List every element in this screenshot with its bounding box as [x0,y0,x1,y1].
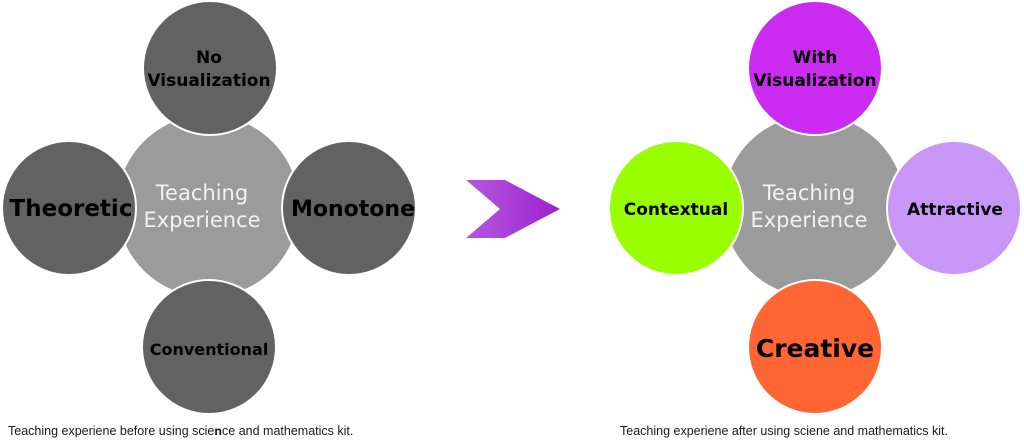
after-top-line2: Visualization [753,71,876,91]
after-center-line1: Teaching [762,181,855,205]
before-bottom-circle [141,279,277,415]
before-caption: Teaching experiene before using scie𝐧ce … [8,424,354,438]
before-right-circle [281,140,417,276]
after-left-circle [608,140,744,276]
after-center-line2: Experience [750,208,867,232]
transition-arrow [466,180,560,238]
after-bottom-circle [747,279,883,415]
before-top-line1: No [196,48,222,68]
before-left-circle [1,140,137,276]
after-center-circle [723,115,905,297]
after-left-label: Contextual [624,200,728,220]
after-top-circle [747,0,883,136]
after-top-line1: With [793,48,838,68]
before-diagram: Teaching Experience No Visualization The… [1,0,417,415]
before-top-circle [142,0,278,136]
before-center-circle [117,115,299,297]
before-left-label: Theoretic [10,196,133,222]
before-top-line2: Visualization [147,71,270,91]
before-center-line1: Teaching [155,181,248,205]
after-diagram: Teaching Experience With Visualization C… [608,0,1022,415]
after-right-circle [886,140,1022,276]
before-right-label: Monotone [291,197,415,222]
before-center-line2: Experience [143,208,260,232]
after-bottom-label: Creative [756,334,874,363]
after-caption: Teaching experiene after using sciene an… [620,424,948,438]
before-bottom-label: Conventional [150,340,269,359]
after-right-label: Attractive [907,200,1003,220]
